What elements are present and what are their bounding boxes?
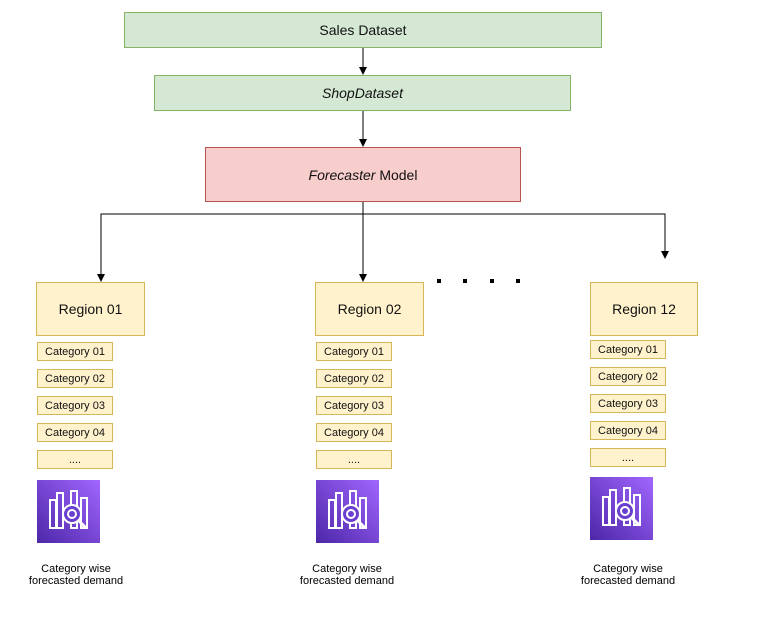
category-label: .... [347,453,361,466]
category-label: Category 02 [45,372,105,385]
category-item: Category 01 [37,342,113,361]
category-label: Category 01 [598,343,658,356]
category-label: Category 02 [324,372,384,385]
category-item: Category 04 [37,423,113,442]
ellipsis-dot [437,279,441,283]
category-item: Category 03 [37,396,113,415]
arrow-forecaster-to-region-01 [97,202,364,282]
category-item: Category 03 [590,394,666,413]
category-item-more: .... [316,450,392,469]
category-label: Category 04 [45,426,105,439]
category-label: Category 03 [45,399,105,412]
region-01-node: Region 01 [36,282,145,336]
category-item: Category 02 [37,369,113,388]
forecaster-model-label: Forecaster Model [309,167,418,183]
caption-line: forecasted demand [28,575,124,587]
forecaster-italic-label: Forecaster [308,166,376,183]
caption-line: Category wise [593,563,663,575]
forecast-analytics-icon [316,480,379,543]
category-item: Category 01 [590,340,666,359]
category-item: Category 02 [316,369,392,388]
region-12-node: Region 12 [590,282,698,336]
arrow-forecaster-to-region-12 [363,213,669,259]
category-item: Category 03 [316,396,392,415]
shop-dataset-label: ShopDataset [322,85,403,101]
sales-dataset-node: Sales Dataset [124,12,602,48]
region-01-label: Region 01 [58,301,123,317]
ellipsis-dot [516,279,520,283]
shop-dataset-node: ShopDataset [154,75,571,111]
ellipsis-dot [463,279,467,283]
category-label: Category 03 [598,397,658,410]
region-01-caption: Category wise forecasted demand [11,563,141,587]
category-label: Category 04 [598,424,658,437]
category-label: Category 04 [324,426,384,439]
category-label: .... [621,451,635,464]
caption-line: Category wise [312,563,382,575]
region-12-label: Region 12 [612,301,676,317]
category-label: Category 01 [45,345,105,358]
category-item-more: .... [590,448,666,467]
ellipsis-dot [490,279,494,283]
model-label: Model [375,166,418,183]
forecast-analytics-icon [37,480,100,543]
region-02-label: Region 02 [337,301,402,317]
category-item-more: .... [37,450,113,469]
category-item: Category 01 [316,342,392,361]
region-12-caption: Category wise forecasted demand [563,563,693,587]
caption-line: forecasted demand [299,575,395,587]
forecast-analytics-icon [590,477,653,540]
category-label: Category 02 [598,370,658,383]
region-02-caption: Category wise forecasted demand [282,563,412,587]
caption-line: Category wise [41,563,111,575]
region-02-node: Region 02 [315,282,424,336]
category-item: Category 02 [590,367,666,386]
category-item: Category 04 [590,421,666,440]
caption-line: forecasted demand [580,575,676,587]
category-item: Category 04 [316,423,392,442]
category-label: Category 03 [324,399,384,412]
category-label: .... [68,453,82,466]
forecaster-model-node: Forecaster Model [205,147,521,202]
category-label: Category 01 [324,345,384,358]
sales-dataset-label: Sales Dataset [319,22,407,38]
